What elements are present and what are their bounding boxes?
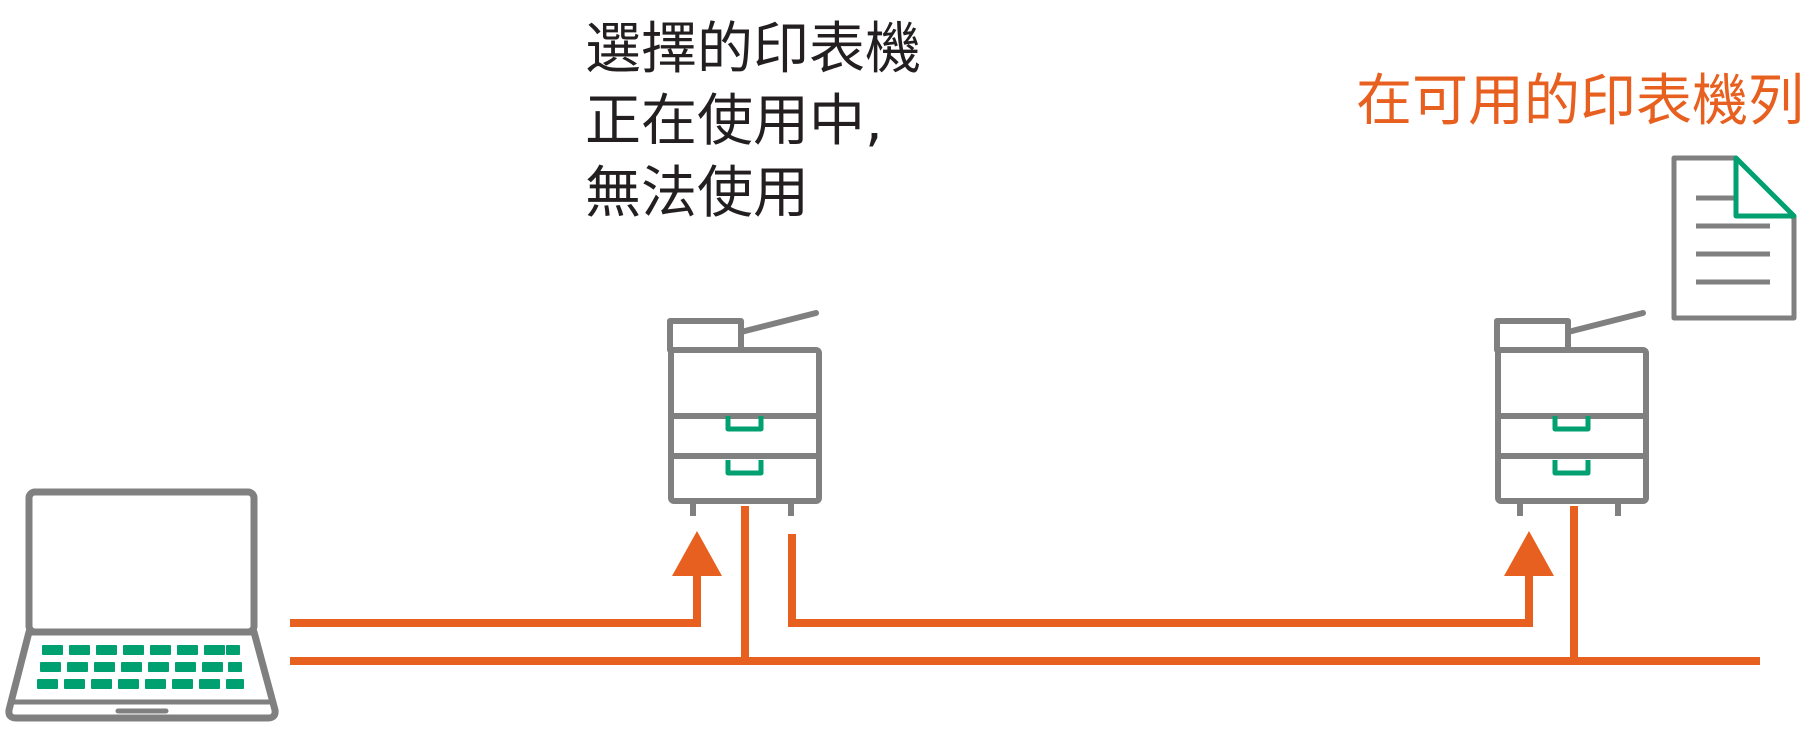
busy-printer-message: 選擇的印表機 正在使用中, 無法使用 — [585, 14, 921, 230]
laptop-icon — [5, 488, 279, 722]
laptop-keyboard — [37, 645, 244, 689]
busy-printer-message-line: 正在使用中, — [585, 89, 883, 154]
busy-printer-message-line: 選擇的印表機 — [585, 17, 921, 82]
document-icon — [1671, 155, 1797, 321]
busy-printer-message-line: 無法使用 — [585, 161, 809, 226]
queue-label: 在可用的印表機列 — [1356, 69, 1800, 134]
arrow-up-icon — [1504, 531, 1554, 576]
network-lines — [290, 506, 1760, 665]
print-job-path-to-busy-printer — [290, 570, 701, 627]
print-job-redirect-path — [788, 534, 1533, 627]
printer-icon — [667, 310, 822, 516]
arrow-up-icon — [672, 531, 722, 576]
printer-icon — [1494, 310, 1649, 516]
